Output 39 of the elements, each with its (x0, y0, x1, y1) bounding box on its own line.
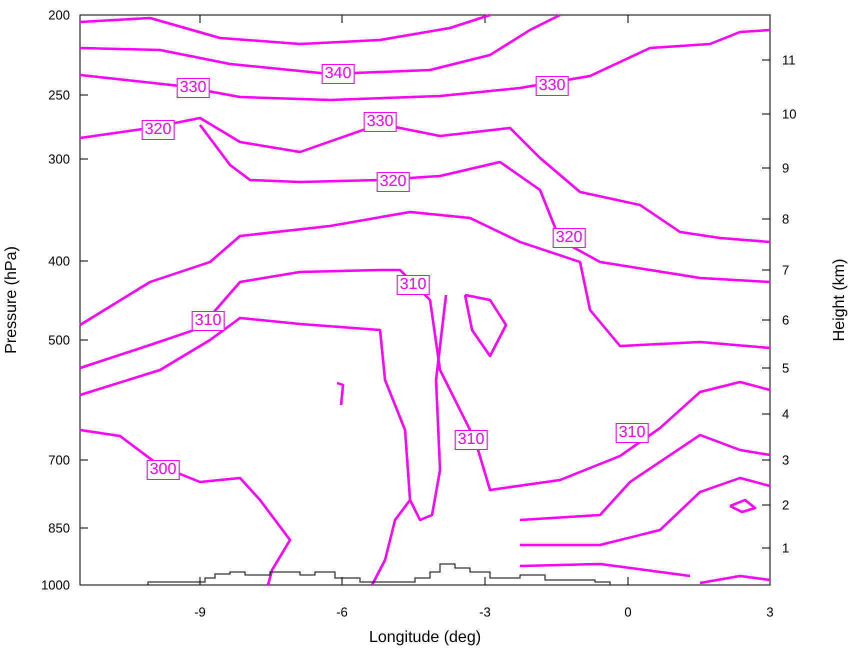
tick-label: 3 (782, 452, 790, 468)
contour-label: 320 (552, 228, 586, 248)
tick-label: 7 (782, 262, 790, 278)
tick-label: 250 (48, 88, 70, 102)
tick-label: 8 (782, 212, 790, 226)
contour-label: 310 (396, 275, 430, 295)
tick-label: 850 (48, 520, 70, 536)
contour-label: 320 (376, 172, 410, 192)
tick-label: 400 (48, 254, 70, 268)
tick-label: 1000 (41, 578, 70, 592)
tick-label: 6 (782, 312, 790, 328)
contour-label: 330 (536, 76, 568, 96)
axis-title: Longitude (deg) (368, 629, 482, 647)
tick-label: 200 (48, 8, 70, 22)
tick-label: 9 (782, 160, 790, 176)
tick-label: 700 (48, 452, 70, 468)
axis-title: Pressure (hPa) (3, 246, 21, 354)
tick-label: 500 (48, 332, 70, 348)
contour-label: 310 (192, 311, 224, 331)
contour-label: 310 (616, 423, 648, 443)
contour-label: 330 (364, 112, 396, 132)
tick-label: 4 (782, 406, 790, 422)
tick-label: 5 (782, 360, 790, 376)
contour-label: 320 (142, 120, 174, 140)
axis-title: Height (km) (831, 258, 849, 342)
tick-label: 10 (782, 106, 796, 122)
contour-label: 340 (322, 64, 354, 84)
tick-label: 1 (782, 540, 790, 556)
tick-label: -9 (194, 604, 206, 620)
tick-label: -3 (479, 604, 491, 620)
tick-label: -6 (336, 604, 348, 620)
tick-label: 3 (766, 604, 774, 620)
contour-label: 310 (454, 430, 488, 450)
tick-label: 11 (782, 52, 796, 68)
tick-label: 2 (782, 498, 790, 512)
tick-label: 0 (624, 604, 632, 620)
tick-label: 300 (48, 152, 70, 166)
contour-label: 330 (176, 78, 210, 98)
contour-label: 300 (146, 460, 180, 480)
